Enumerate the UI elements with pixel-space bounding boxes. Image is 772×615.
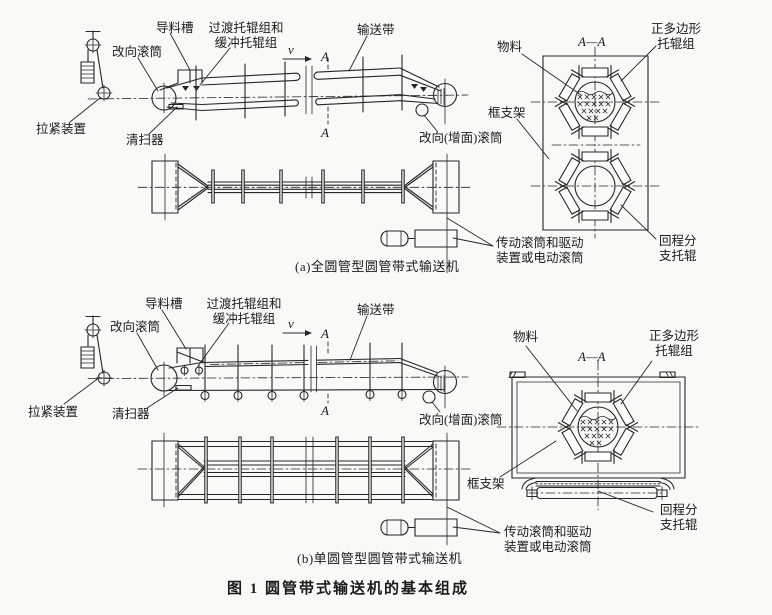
label-polygon-idlers-a-line2: 托辊组 — [657, 37, 695, 51]
section-aa-b — [497, 361, 700, 510]
figure-title: 图 1 圆管带式输送机的基本组成 — [226, 581, 469, 597]
label-frame-support-a: 框支架 — [488, 106, 526, 120]
side-view-b — [81, 316, 468, 408]
label-bend-pulley-a: 改向滚筒 — [112, 45, 163, 59]
label-polygon-idlers-b-line2: 托辊组 — [655, 344, 693, 358]
side-view-a — [81, 31, 468, 124]
label-section-title-a: A—A — [578, 34, 606, 49]
label-return-idler-b: 回程分 支托辊 — [660, 503, 698, 533]
label-bend-surface-pulley-a: 改向(增面)滚筒 — [419, 131, 503, 145]
label-frame-support-b: 框支架 — [467, 477, 505, 491]
label-drive-a: 传动滚筒和驱动 装置或电动滚筒 — [496, 236, 584, 266]
plan-view-a — [138, 154, 470, 273]
label-velocity-b: v — [288, 316, 294, 331]
label-drive-a-line2: 装置或电动滚筒 — [496, 251, 584, 265]
label-polygon-idlers-a-line1: 正多边形 — [650, 22, 701, 36]
label-cleaner-b: 清扫器 — [112, 407, 150, 421]
label-belt-b: 输送带 — [357, 303, 395, 317]
label-drive-b-line2: 装置或电动滚筒 — [504, 540, 592, 554]
label-return-idler-a-line2: 支托辊 — [659, 249, 697, 263]
label-guide-chute-a: 导料槽 — [156, 21, 194, 35]
caption-a: (a)全圆管型圆管带式输送机 — [295, 259, 460, 274]
label-transition-idlers-b-line1: 过渡托辊组和 — [206, 297, 282, 311]
label-drive-a-line1: 传动滚筒和驱动 — [496, 236, 584, 250]
label-material-a: 物料 — [497, 40, 523, 54]
label-drive-b: 传动滚筒和驱动 装置或电动滚筒 — [504, 525, 592, 555]
label-velocity-a: v — [288, 42, 294, 57]
label-section-mark-a-top: A — [321, 49, 329, 64]
caption-b: (b)单圆管型圆管带式输送机 — [297, 551, 463, 566]
label-belt-a: 输送带 — [357, 23, 395, 37]
label-cleaner-a: 清扫器 — [126, 133, 164, 147]
label-polygon-idlers-b-line1: 正多边形 — [648, 329, 699, 343]
label-transition-idlers-b: 过渡托辊组和 缓冲托辊组 — [200, 297, 288, 327]
label-transition-idlers-a-line2: 缓冲托辊组 — [214, 36, 278, 50]
label-return-idler-b-line2: 支托辊 — [660, 518, 698, 532]
label-transition-idlers-a-line1: 过渡托辊组和 — [208, 21, 284, 35]
label-drive-b-line1: 传动滚筒和驱动 — [504, 525, 592, 539]
leader-lines — [64, 33, 656, 512]
plan-view-b — [138, 433, 470, 545]
label-guide-chute-b: 导料槽 — [145, 297, 183, 311]
label-return-idler-b-line1: 回程分 — [660, 503, 698, 517]
label-section-title-b: A—A — [578, 349, 606, 364]
drive-unit-b — [381, 507, 500, 536]
label-tension-device-b: 拉紧装置 — [28, 405, 79, 419]
label-transition-idlers-b-line2: 缓冲托辊组 — [212, 312, 276, 326]
label-section-mark-b-top: A — [321, 326, 329, 341]
label-transition-idlers-a: 过渡托辊组和 缓冲托辊组 — [202, 21, 290, 51]
label-polygon-idlers-b: 正多边形 托辊组 — [648, 329, 700, 359]
label-section-mark-a-bottom: A — [321, 125, 329, 140]
label-section-mark-b-bottom: A — [321, 403, 329, 418]
label-bend-surface-pulley-b: 改向(增面)滚筒 — [419, 413, 503, 427]
label-bend-pulley-b: 改向滚筒 — [110, 320, 161, 334]
label-tension-device-a: 拉紧装置 — [36, 122, 87, 136]
label-material-b: 物料 — [513, 330, 539, 344]
section-aa-a — [531, 47, 659, 238]
label-return-idler-a-line1: 回程分 — [659, 234, 697, 248]
label-return-idler-a: 回程分 支托辊 — [659, 234, 697, 264]
label-polygon-idlers-a: 正多边形 托辊组 — [650, 22, 702, 52]
drive-unit-a — [381, 218, 493, 247]
